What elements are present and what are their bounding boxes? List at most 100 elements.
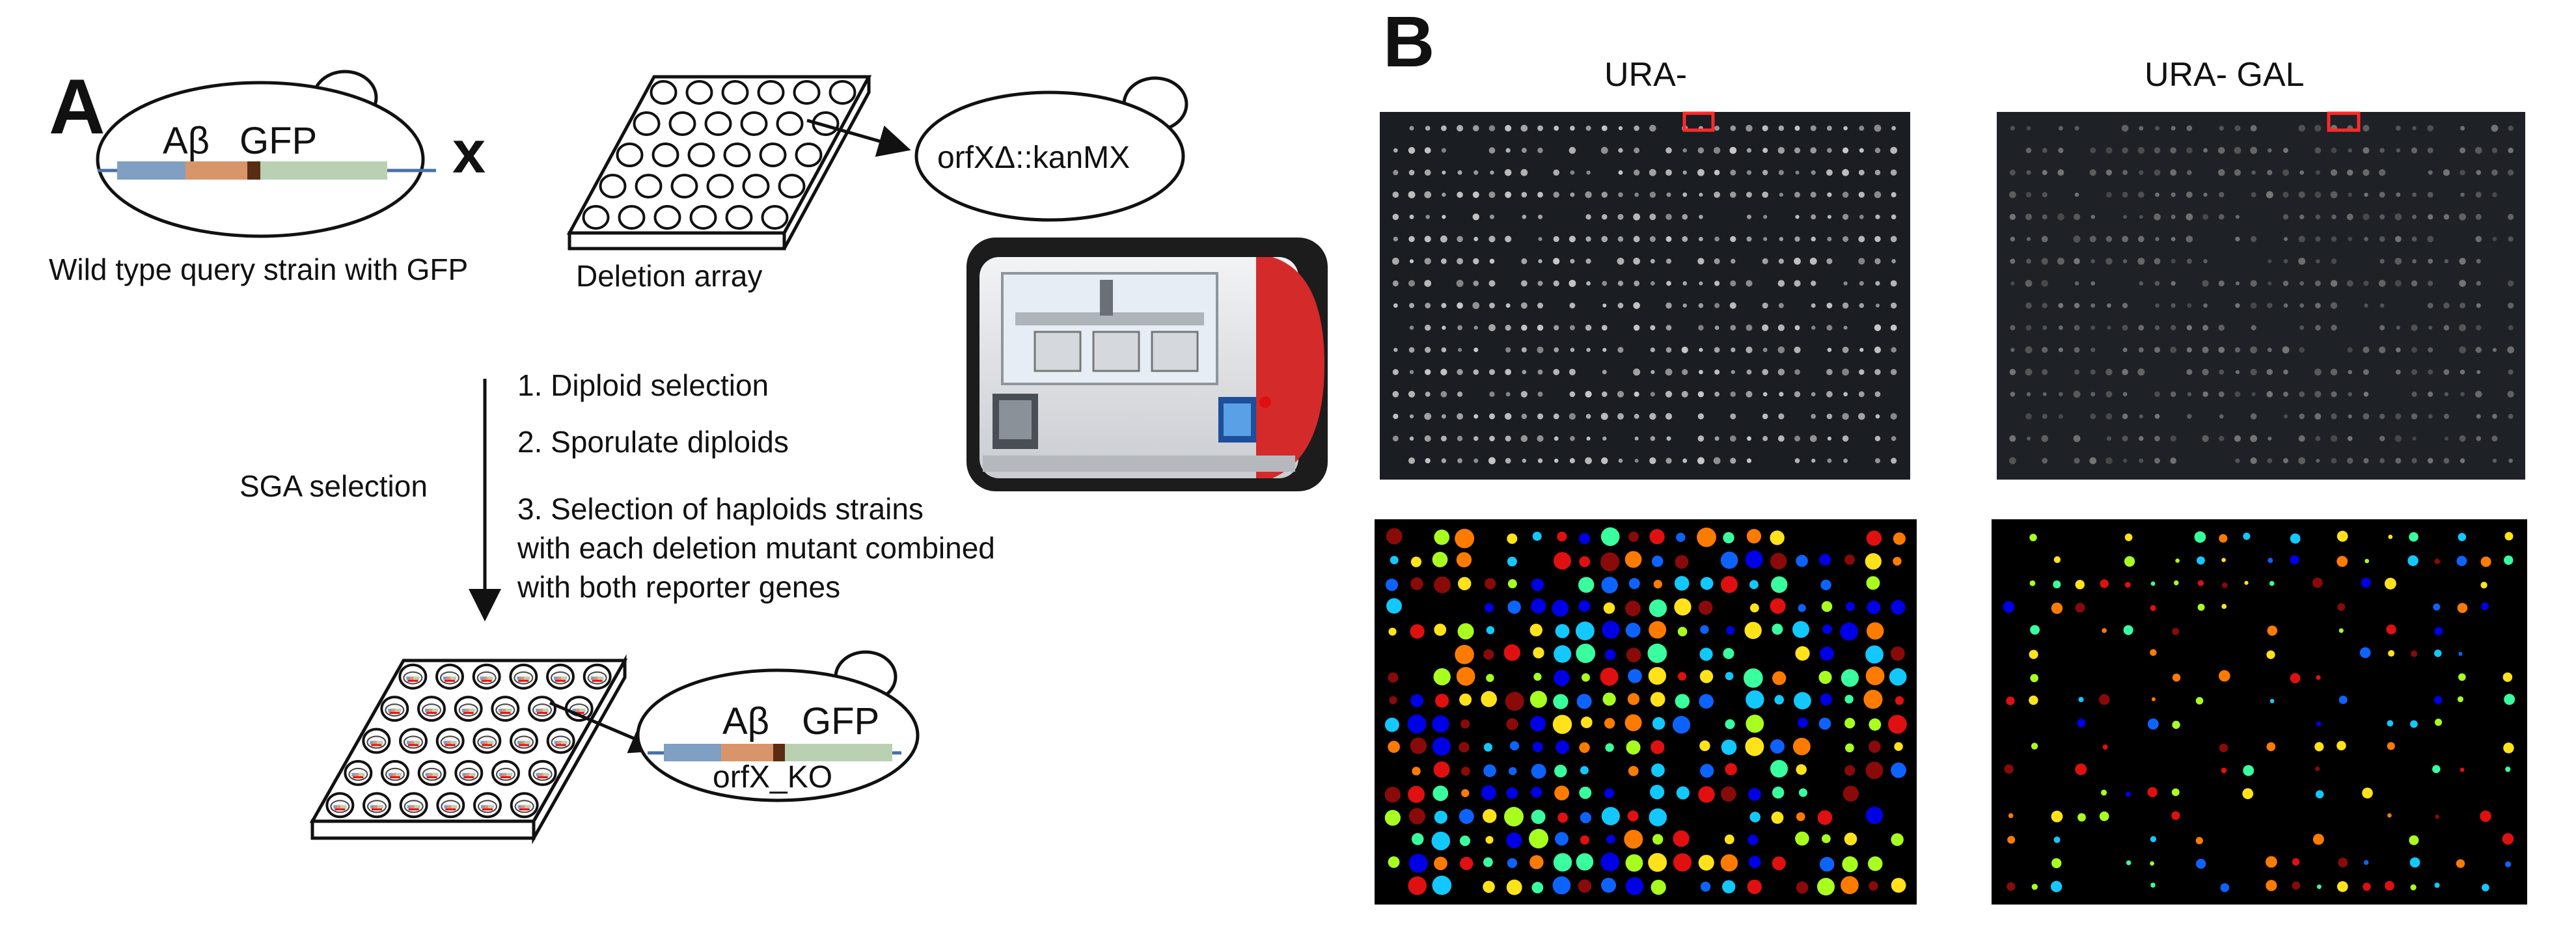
heatmap-spot bbox=[2099, 811, 2109, 821]
colony-spot bbox=[1826, 126, 1832, 131]
colony-spot bbox=[1585, 214, 1591, 220]
colony-spot bbox=[1650, 436, 1656, 441]
result-well bbox=[381, 759, 409, 786]
colony-spot bbox=[2234, 347, 2241, 353]
array-well bbox=[723, 143, 751, 167]
colony-spot bbox=[2009, 191, 2016, 198]
colony-spot bbox=[2395, 369, 2401, 375]
colony-spot bbox=[2508, 213, 2514, 220]
heatmap-spot bbox=[1433, 668, 1451, 686]
colony-spot bbox=[1714, 258, 1720, 264]
heatmap-spot bbox=[1891, 833, 1904, 846]
colony-spot bbox=[1698, 325, 1704, 331]
colony-spot bbox=[2090, 413, 2096, 420]
heatmap-spot bbox=[2384, 577, 2396, 590]
heatmap-spot bbox=[2336, 741, 2346, 751]
colony-spot bbox=[1874, 124, 1882, 132]
heatmap-spot bbox=[1507, 556, 1517, 567]
heatmap-spot bbox=[1432, 552, 1448, 567]
colony-spot bbox=[2041, 236, 2048, 243]
colony-spot bbox=[2331, 169, 2338, 176]
colony-spot bbox=[1811, 236, 1816, 242]
heatmap-spot bbox=[2363, 882, 2371, 891]
result-well bbox=[344, 759, 373, 786]
colony-spot bbox=[2460, 147, 2466, 154]
colony-spot bbox=[1602, 436, 1607, 441]
colony-spot bbox=[2122, 392, 2128, 397]
deletion-array-caption: Deletion array bbox=[576, 259, 762, 293]
colony-spot bbox=[2107, 303, 2111, 308]
colony-spot bbox=[1698, 303, 1704, 308]
heatmap-spot bbox=[1554, 670, 1570, 687]
heatmap-spot bbox=[1700, 577, 1714, 590]
colony-spot bbox=[1730, 169, 1736, 176]
colony-spot bbox=[1442, 325, 1446, 330]
heatmap-spot bbox=[1794, 692, 1811, 710]
heatmap-spot bbox=[2194, 531, 2206, 543]
array-well bbox=[582, 205, 610, 230]
colony-spot bbox=[2090, 259, 2096, 264]
heatmap-spot bbox=[1529, 828, 1549, 849]
colony-spot bbox=[2314, 124, 2322, 132]
query-gfp-label: GFP bbox=[240, 120, 317, 162]
colony-spot bbox=[1633, 236, 1640, 243]
colony-spot bbox=[1457, 413, 1464, 420]
colony-spot bbox=[1425, 214, 1431, 219]
colony-spot bbox=[1457, 458, 1462, 463]
colony-spot bbox=[2283, 369, 2288, 375]
heatmap-spot bbox=[2503, 742, 2514, 754]
colony-spot bbox=[2074, 126, 2079, 131]
heatmap-spot bbox=[1796, 764, 1807, 775]
colony-spot bbox=[1488, 280, 1496, 287]
colony-spot bbox=[1682, 369, 1688, 375]
result-yeast-cell bbox=[636, 650, 920, 802]
colony-spot bbox=[2106, 436, 2112, 441]
colony-spot bbox=[1602, 303, 1607, 308]
colony-spot bbox=[1489, 391, 1495, 397]
colony-spot bbox=[1537, 458, 1543, 463]
heatmap-spot bbox=[1507, 600, 1521, 614]
colony-spot bbox=[1794, 346, 1801, 353]
heatmap-spot bbox=[1697, 527, 1716, 547]
colony-spot bbox=[1699, 370, 1703, 375]
colony-spot bbox=[2283, 457, 2289, 463]
heatmap-spot bbox=[1891, 878, 1906, 893]
heatmap-spot bbox=[1390, 556, 1399, 565]
heatmap-spot bbox=[1652, 834, 1664, 845]
colony-spot bbox=[2170, 346, 2177, 353]
colony-spot bbox=[1585, 125, 1591, 131]
heatmap-spot bbox=[1625, 877, 1644, 895]
colony-spot bbox=[1537, 346, 1544, 353]
heatmap-spot bbox=[1531, 763, 1546, 779]
colony-spot bbox=[1425, 303, 1431, 308]
colony-spot bbox=[2460, 369, 2465, 375]
result-well bbox=[510, 792, 539, 819]
colony-spot bbox=[2396, 148, 2401, 153]
colony-spot bbox=[2475, 390, 2482, 398]
colony-spot bbox=[1665, 413, 1673, 420]
heatmap-spot bbox=[1507, 579, 1517, 588]
heatmap-spot bbox=[1649, 621, 1667, 639]
heatmap-spot bbox=[1746, 528, 1762, 544]
colony-spot bbox=[1779, 193, 1783, 197]
colony-spot bbox=[2314, 413, 2322, 420]
colony-spot bbox=[2025, 346, 2033, 354]
colony-spot bbox=[1488, 413, 1496, 420]
colony-spot bbox=[1858, 191, 1865, 198]
colony-spot bbox=[2251, 325, 2256, 331]
colony-spot bbox=[1537, 324, 1544, 331]
heatmap-spot bbox=[2266, 856, 2277, 868]
colony-spot bbox=[1682, 458, 1688, 463]
colony-spot bbox=[1392, 213, 1399, 221]
colony-spot bbox=[2315, 435, 2321, 441]
heatmap-spot bbox=[2219, 534, 2228, 543]
heatmap-spot bbox=[2336, 881, 2348, 892]
heatmap-spot bbox=[2102, 628, 2107, 633]
heatmap-spot bbox=[2457, 603, 2468, 614]
heatmap-spot bbox=[1533, 672, 1542, 681]
colony-spot bbox=[2459, 280, 2466, 287]
heatmap-spot bbox=[1817, 810, 1833, 825]
heatmap-spot bbox=[2387, 742, 2395, 750]
colony-spot bbox=[1393, 413, 1399, 419]
colony-spot bbox=[2364, 303, 2368, 308]
